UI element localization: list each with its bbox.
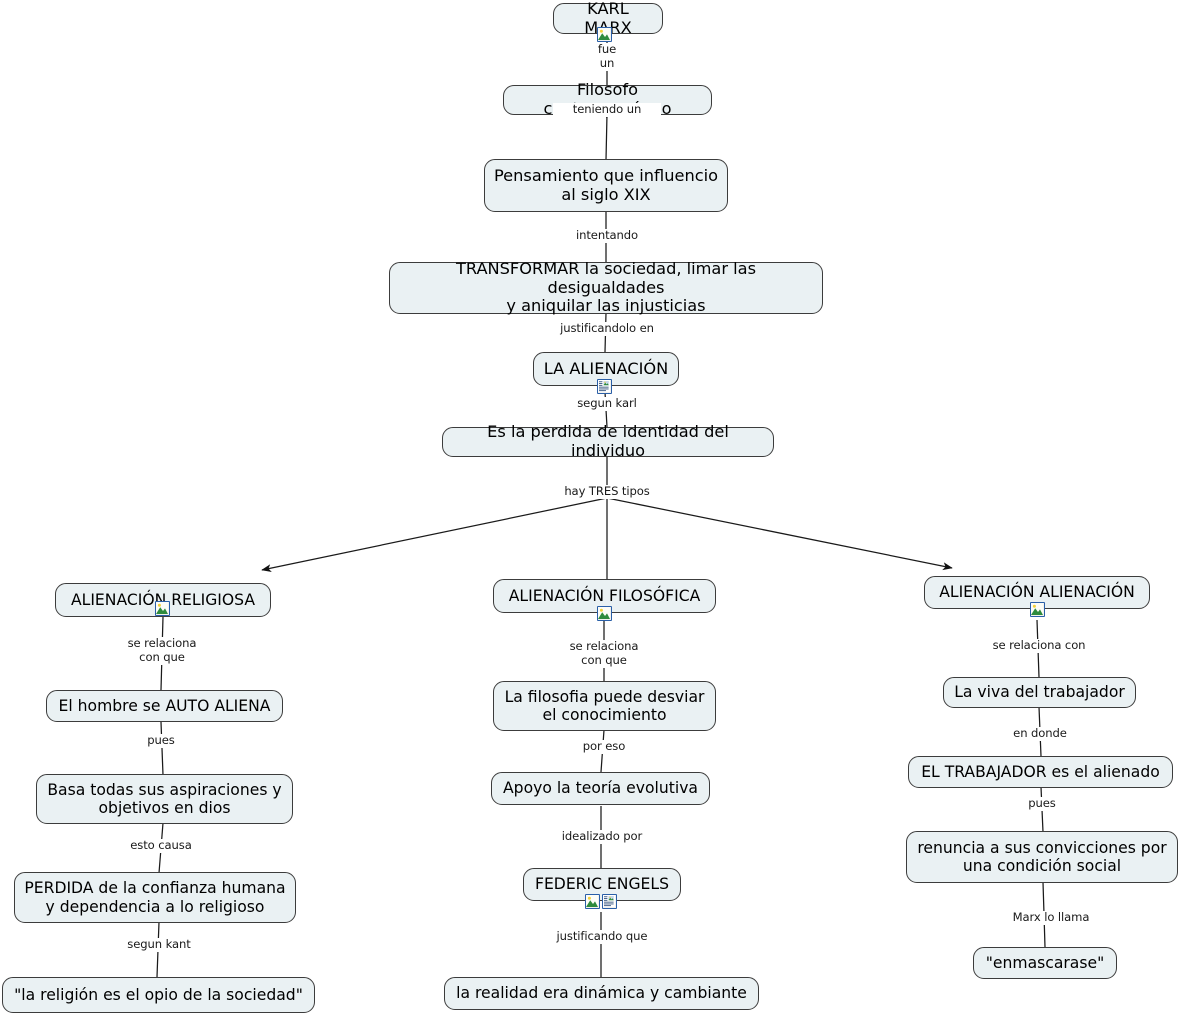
node-basa-aspiraciones[interactable]: Basa todas sus aspiraciones y objetivos … xyxy=(36,774,293,824)
node-trabajador-alienado[interactable]: EL TRABAJADOR es el alienado xyxy=(908,756,1173,788)
picture-icon[interactable] xyxy=(585,894,600,909)
node-alienacion-filosofica[interactable]: ALIENACIÓN FILOSÓFICA xyxy=(493,579,716,613)
document-icon[interactable] xyxy=(597,379,612,394)
node-apoyo-teoria-evolutiva[interactable]: Apoyo la teoría evolutiva xyxy=(491,772,710,805)
node-perdida-confianza[interactable]: PERDIDA de la confianza humana y depende… xyxy=(14,872,296,923)
badges-alienacion-religiosa xyxy=(155,601,170,616)
node-religion-opio[interactable]: "la religión es el opio de la sociedad" xyxy=(2,977,315,1013)
badges-alienacion-filosofica xyxy=(597,606,612,621)
badges-karl-marx xyxy=(597,27,612,42)
node-federic-engels[interactable]: FEDERIC ENGELS xyxy=(523,868,681,901)
link-label-esto-causa: esto causa xyxy=(119,838,203,853)
link-label-idealizado-por: idealizado por xyxy=(546,829,658,844)
link-label-por-eso: por eso xyxy=(573,739,635,754)
link-label-marx-lo-llama: Marx lo llama xyxy=(996,910,1106,925)
node-enmascarase[interactable]: "enmascarase" xyxy=(973,947,1117,979)
link-label-fue-un: fue un xyxy=(576,42,638,71)
picture-icon[interactable] xyxy=(597,606,612,621)
node-pensamiento-siglo-xix[interactable]: Pensamiento que influencio al siglo XIX xyxy=(484,159,728,212)
link-label-segun-kant: segun kant xyxy=(117,937,201,952)
node-transformar-sociedad[interactable]: TRANSFORMAR la sociedad, limar las desig… xyxy=(389,259,823,315)
node-auto-aliena[interactable]: El hombre se AUTO ALIENA xyxy=(46,690,283,722)
node-filosofia-desviar[interactable]: La filosofia puede desviar el conocimien… xyxy=(493,681,716,731)
link-label-teniendo-un: teniendo un xyxy=(553,102,661,117)
node-renuncia-convicciones[interactable]: renuncia a sus convicciones por una cond… xyxy=(906,831,1178,883)
link-label-justificandolo-en: justificandolo en xyxy=(545,321,669,336)
node-alienacion-alienacion[interactable]: ALIENACIÓN ALIENACIÓN xyxy=(924,576,1150,609)
node-viva-trabajador[interactable]: La viva del trabajador xyxy=(943,677,1136,708)
link-label-pues-1: pues xyxy=(132,733,190,748)
link-label-se-relaciona-con-que-1: se relaciona con que xyxy=(111,636,213,665)
badges-la-alienacion xyxy=(597,379,612,394)
link-label-justificando-que: justificando que xyxy=(543,929,661,944)
picture-icon[interactable] xyxy=(597,27,612,42)
picture-icon[interactable] xyxy=(155,601,170,616)
link-label-en-donde: en donde xyxy=(1000,726,1080,741)
link-label-se-relaciona-con: se relaciona con xyxy=(979,638,1099,653)
node-alienacion-religiosa[interactable]: ALIENACIÓN RELIGIOSA xyxy=(55,583,271,617)
node-realidad-dinamica[interactable]: la realidad era dinámica y cambiante xyxy=(444,977,759,1010)
document-icon[interactable] xyxy=(602,894,617,909)
badges-federic-engels xyxy=(585,894,617,909)
link-label-hay-tres-tipos: hay TRES tipos xyxy=(548,484,666,499)
node-perdida-identidad[interactable]: Es la perdida de identidad del individuo xyxy=(442,422,774,460)
link-label-se-relaciona-con-que-2: se relaciona con que xyxy=(553,639,655,668)
link-label-segun-karl: segun karl xyxy=(558,396,656,411)
link-label-pues-2: pues xyxy=(1013,796,1071,811)
badges-alienacion-alienacion xyxy=(1030,602,1045,617)
picture-icon[interactable] xyxy=(1030,602,1045,617)
link-label-intentando: intentando xyxy=(553,228,661,243)
